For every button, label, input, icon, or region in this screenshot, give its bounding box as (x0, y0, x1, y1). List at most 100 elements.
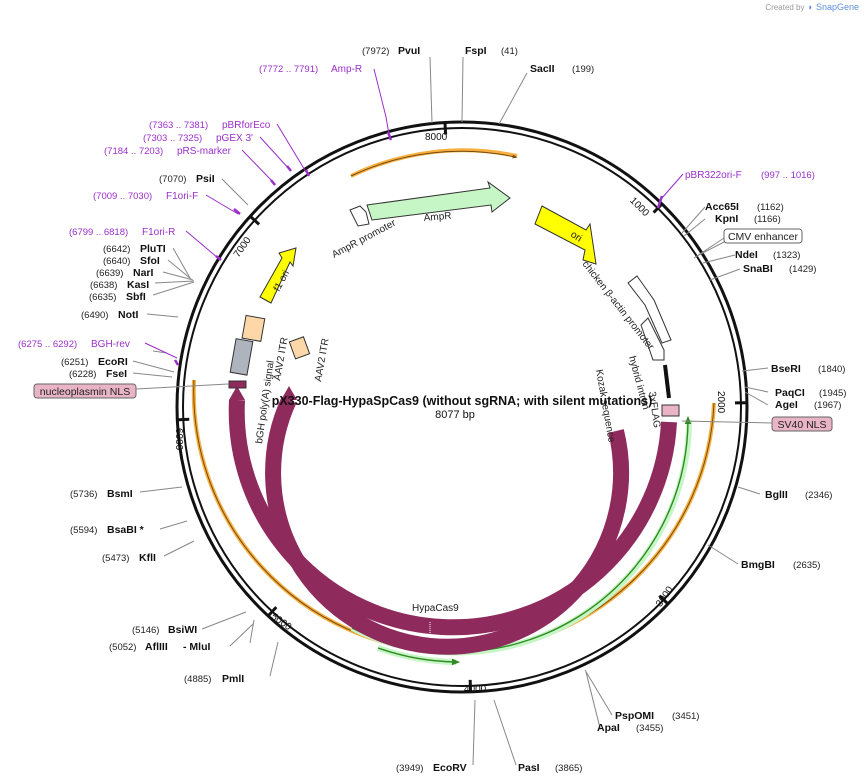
site-sbfi-pos: (6635) (89, 292, 116, 303)
label-ampr: AmpR (423, 211, 452, 224)
site-pvui: PvuI (398, 45, 420, 57)
site-sfoi-pos: (6640) (103, 256, 130, 267)
tick-mark (658, 594, 670, 606)
label-nucleoplasmin-nls: nucleoplasmin NLS (40, 386, 130, 398)
site-fspi-pos: (41) (501, 46, 518, 57)
site-mlui: - MluI (183, 641, 210, 653)
primer-ampr-range: (7772 .. 7791) (259, 64, 318, 75)
site-pasi-pos: (3865) (555, 763, 582, 774)
primer-pgex3-range: (7303 .. 7325) (143, 133, 202, 144)
site-noti-pos: (6490) (81, 310, 108, 321)
ori-arrow[interactable] (534, 205, 597, 265)
site-bseri: BseRI (771, 363, 801, 375)
primer-bghrev: BGH-rev (91, 339, 130, 350)
tick-4000: 4000 (464, 684, 487, 695)
credit-text: Created by (765, 2, 805, 12)
site-kasi: KasI (127, 279, 149, 291)
primer-pgex3: pGEX 3' (216, 133, 253, 144)
plasmid-name: pX330-Flag-HypaSpCas9 (without sgRNA; wi… (272, 394, 653, 408)
site-acc65i-pos: (1162) (757, 202, 784, 213)
restriction-sites: (7972) PvuI FspI (41) SacII (199) Acc65I… (61, 45, 846, 774)
primer-f1orir-range: (6799 .. 6818) (69, 227, 128, 238)
site-bmgbi-pos: (2635) (793, 560, 820, 571)
boxed-labels: CMV enhancer SV40 NLS nucleoplasmin NLS (33, 228, 833, 432)
primer-marks (173, 131, 664, 366)
site-noti: NotI (118, 309, 138, 321)
primer-pbrforeco-range: (7363 .. 7381) (149, 120, 208, 131)
label-sv40-nls: SV40 NLS (777, 419, 826, 431)
primer-pbr322orif-range: (997 .. 1016) (761, 170, 815, 181)
tick-2000: 2000 (715, 391, 726, 414)
primer-prsmarker-range: (7184 .. 7203) (104, 146, 163, 157)
site-sacii: SacII (530, 63, 555, 75)
site-aflIII: AflIII (145, 641, 168, 653)
site-pvui-pos: (7972) (362, 46, 389, 57)
primer-f1orif-range: (7009 .. 7030) (93, 191, 152, 202)
site-nari: NarI (133, 267, 154, 279)
tick-mark (266, 606, 278, 618)
f1ori-arrow[interactable] (259, 247, 297, 304)
snapgene-logo-icon: ◗ (807, 2, 813, 12)
site-snabi: SnaBI (743, 263, 773, 275)
tick-7000: 7000 (232, 235, 254, 260)
cas9-arc-outer (228, 399, 677, 636)
site-pmli: PmlI (222, 673, 244, 685)
site-psii: PsiI (196, 173, 215, 185)
site-bglii-pos: (2346) (805, 490, 832, 501)
site-sacii-pos: (199) (572, 64, 594, 75)
tick-mark (176, 417, 190, 422)
site-sbfi: SbfI (126, 291, 146, 303)
site-bsiwi-pos: (5146) (132, 625, 159, 636)
label-cas9: Cas9 (434, 573, 458, 584)
itr1-box (241, 314, 266, 342)
hybrid-intron-arrow[interactable] (640, 317, 665, 361)
label-cba: chicken β-actin promoter (580, 259, 657, 353)
label-ori: ori (568, 229, 583, 244)
tick-8000: 8000 (425, 132, 448, 143)
site-acc65i: Acc65I (705, 201, 739, 213)
flag-bar (663, 364, 671, 399)
bgh-box (229, 338, 254, 376)
cba-promoter-arrow[interactable] (627, 275, 672, 344)
site-ecori: EcoRI (98, 356, 128, 368)
site-pasi: PasI (518, 762, 540, 774)
label-flag: 3xFLAG (646, 391, 662, 429)
site-bsmi: BsmI (107, 488, 133, 500)
site-kasi-pos: (6638) (90, 280, 117, 291)
site-kpni-pos: (1166) (754, 214, 781, 225)
ampr-arrow[interactable] (366, 180, 511, 221)
site-ecorv: EcoRV (433, 762, 467, 774)
tick-mark (443, 121, 448, 135)
site-ndei: NdeI (735, 249, 758, 261)
site-ecorv-pos: (3949) (396, 763, 423, 774)
label-hypacas9: HypaCas9 (412, 603, 459, 614)
primer-pbr322orif: pBR322ori-F (685, 170, 742, 181)
label-cmv-enhancer: CMV enhancer (728, 231, 799, 243)
tick-6000: 6000 (173, 428, 184, 451)
site-apai-pos: (3455) (636, 723, 663, 734)
site-sfoi: SfoI (140, 255, 160, 267)
site-psii-pos: (7070) (159, 174, 186, 185)
backbone-inner (182, 127, 742, 687)
site-fsei-pos: (6228) (69, 369, 96, 380)
amppromoter-arrow[interactable] (349, 205, 370, 227)
plasmid-length: 8077 bp (435, 409, 475, 421)
site-paqci: PaqCI (775, 387, 805, 399)
site-bsmi-pos: (5736) (70, 489, 97, 500)
site-bsiwi: BsiWI (168, 624, 197, 636)
site-kfli-pos: (5473) (102, 553, 129, 564)
site-nari-pos: (6639) (96, 268, 123, 279)
tick-mark (248, 214, 261, 226)
credit: Created by ◗ SnapGene (765, 2, 859, 12)
site-bseri-pos: (1840) (818, 364, 845, 375)
label-itr1: AAV2 ITR (272, 337, 290, 382)
site-pspomi: PspOMI (615, 710, 654, 722)
site-snabi-pos: (1429) (789, 264, 816, 275)
label-itr2: AAV2 ITR (313, 338, 331, 383)
primer-prsmarker: pRS-marker (177, 146, 232, 157)
tick-5000: 5000 (269, 611, 294, 633)
site-pluti: PluTI (140, 243, 166, 255)
cas9-arc-inner (265, 396, 630, 655)
